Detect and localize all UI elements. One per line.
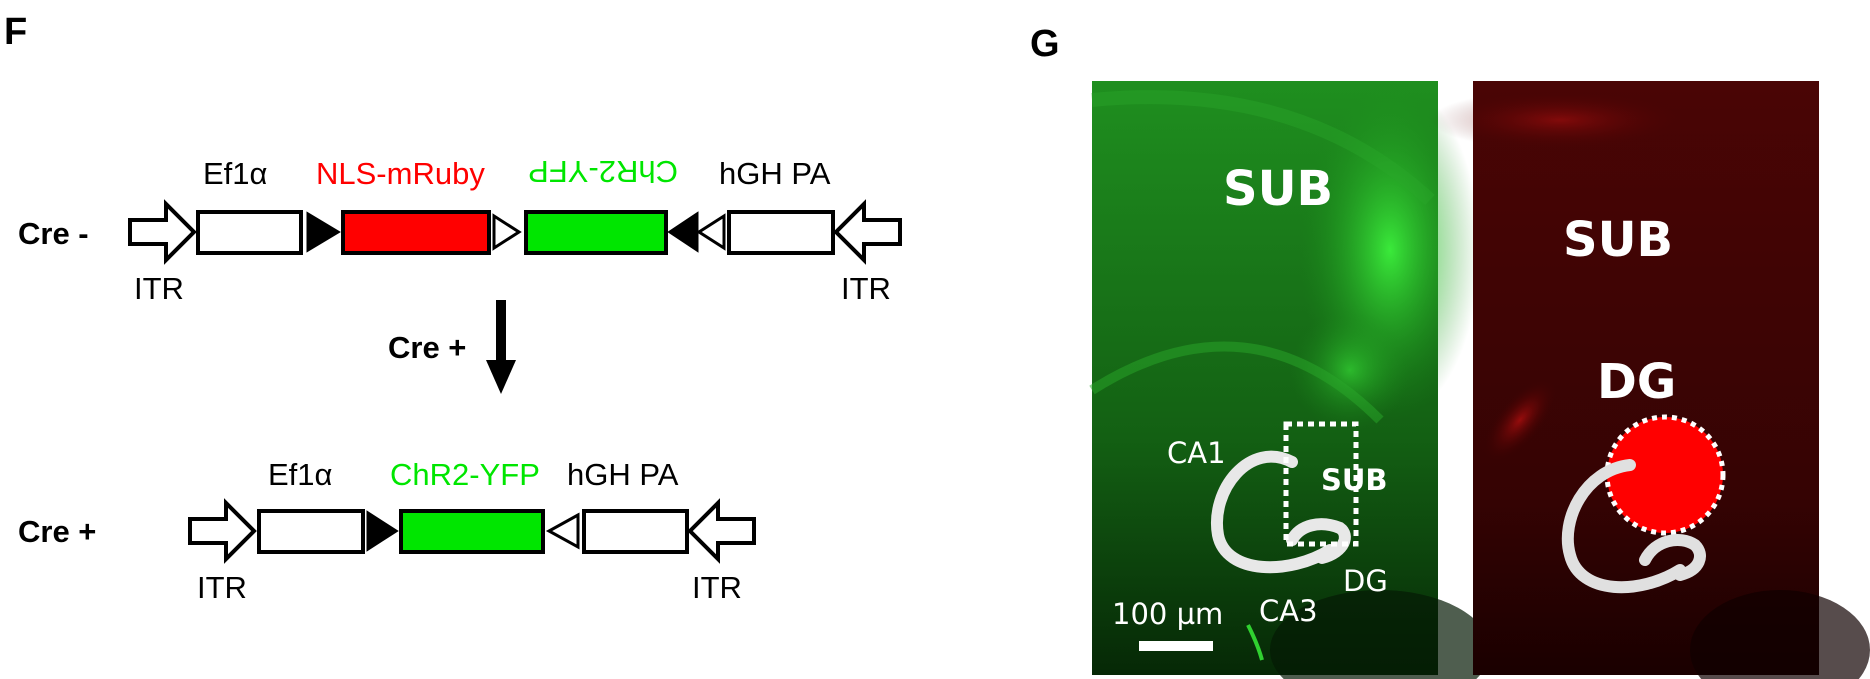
promoter-label: Ef1α — [203, 156, 268, 191]
sub-label: SUB — [1563, 212, 1673, 268]
loxp-filled-triangle-icon — [306, 211, 341, 253]
scale-bar-label: 100 µm — [1112, 597, 1223, 631]
injection-site-circle — [1604, 414, 1726, 536]
lox2272-open-triangle-inverted-icon — [696, 213, 726, 251]
hgh-pa-box — [582, 509, 689, 554]
ef1a-box — [257, 509, 365, 554]
dentate-gyrus-outline — [1639, 534, 1706, 581]
ef1a-box — [196, 210, 303, 255]
hgh-pa-box — [727, 210, 835, 255]
hippocampus-outline — [1210, 450, 1336, 574]
polya-label: hGH PA — [719, 156, 831, 191]
chr2-label: ChR2-YFP — [390, 457, 540, 492]
itr-label-left: ITR — [134, 271, 184, 306]
itr-label-left: ITR — [197, 570, 247, 605]
chr2-box — [399, 509, 545, 554]
mruby-label: NLS-mRuby — [316, 156, 485, 191]
condition-label: Cre + — [18, 514, 96, 549]
lox2272-open-triangle-icon — [492, 213, 522, 251]
hippocampus-outline — [1561, 459, 1686, 594]
mruby-box — [341, 210, 491, 255]
dg-label: DG — [1597, 354, 1676, 410]
panel-label-f: F — [4, 11, 27, 53]
scale-bar — [1139, 641, 1213, 651]
itr-left-arrow-icon — [833, 199, 902, 265]
lox2272-open-triangle-icon — [545, 512, 580, 550]
condition-label: Cre - — [18, 216, 89, 251]
ca1-label: CA1 — [1167, 436, 1226, 470]
chr2-inverted-box — [524, 210, 668, 255]
down-arrow-shaft — [496, 300, 506, 362]
loxp-filled-triangle-icon — [366, 510, 399, 552]
itr-right-arrow-icon — [188, 498, 257, 564]
sub-label: SUB — [1223, 161, 1333, 217]
cre-transition: Cre + — [388, 300, 516, 394]
red-fluorescence-image: SUB DG — [1430, 81, 1870, 679]
itr-right-arrow-icon — [128, 199, 197, 265]
panel-label-g: G — [1030, 23, 1060, 65]
sub-region-dotted-box — [1283, 421, 1359, 547]
promoter-label: Ef1α — [268, 457, 333, 492]
ca3-label: CA3 — [1259, 594, 1318, 628]
construct-cre-minus: Cre - Ef1α NLS-mRuby ChR2-YFP hGH PA ITR… — [18, 154, 902, 306]
green-fluorescence-image: SUB CA1 SUB DG CA3 100 µm — [1089, 80, 1490, 679]
construct-cre-plus: Cre + Ef1α ChR2-YFP hGH PA ITR ITR — [18, 457, 756, 605]
dg-label: DG — [1343, 564, 1388, 598]
dentate-gyrus-outline — [1286, 518, 1351, 564]
polya-label: hGH PA — [567, 457, 679, 492]
itr-label-right: ITR — [841, 271, 891, 306]
itr-label-right: ITR — [692, 570, 742, 605]
loxp-filled-triangle-inverted-icon — [667, 211, 699, 253]
itr-left-arrow-icon — [687, 498, 756, 564]
chr2-inverted-label: ChR2-YFP — [528, 154, 678, 189]
cre-plus-arrow-label: Cre + — [388, 330, 466, 365]
sub-small-label: SUB — [1321, 463, 1388, 497]
down-arrow-icon — [486, 360, 516, 394]
